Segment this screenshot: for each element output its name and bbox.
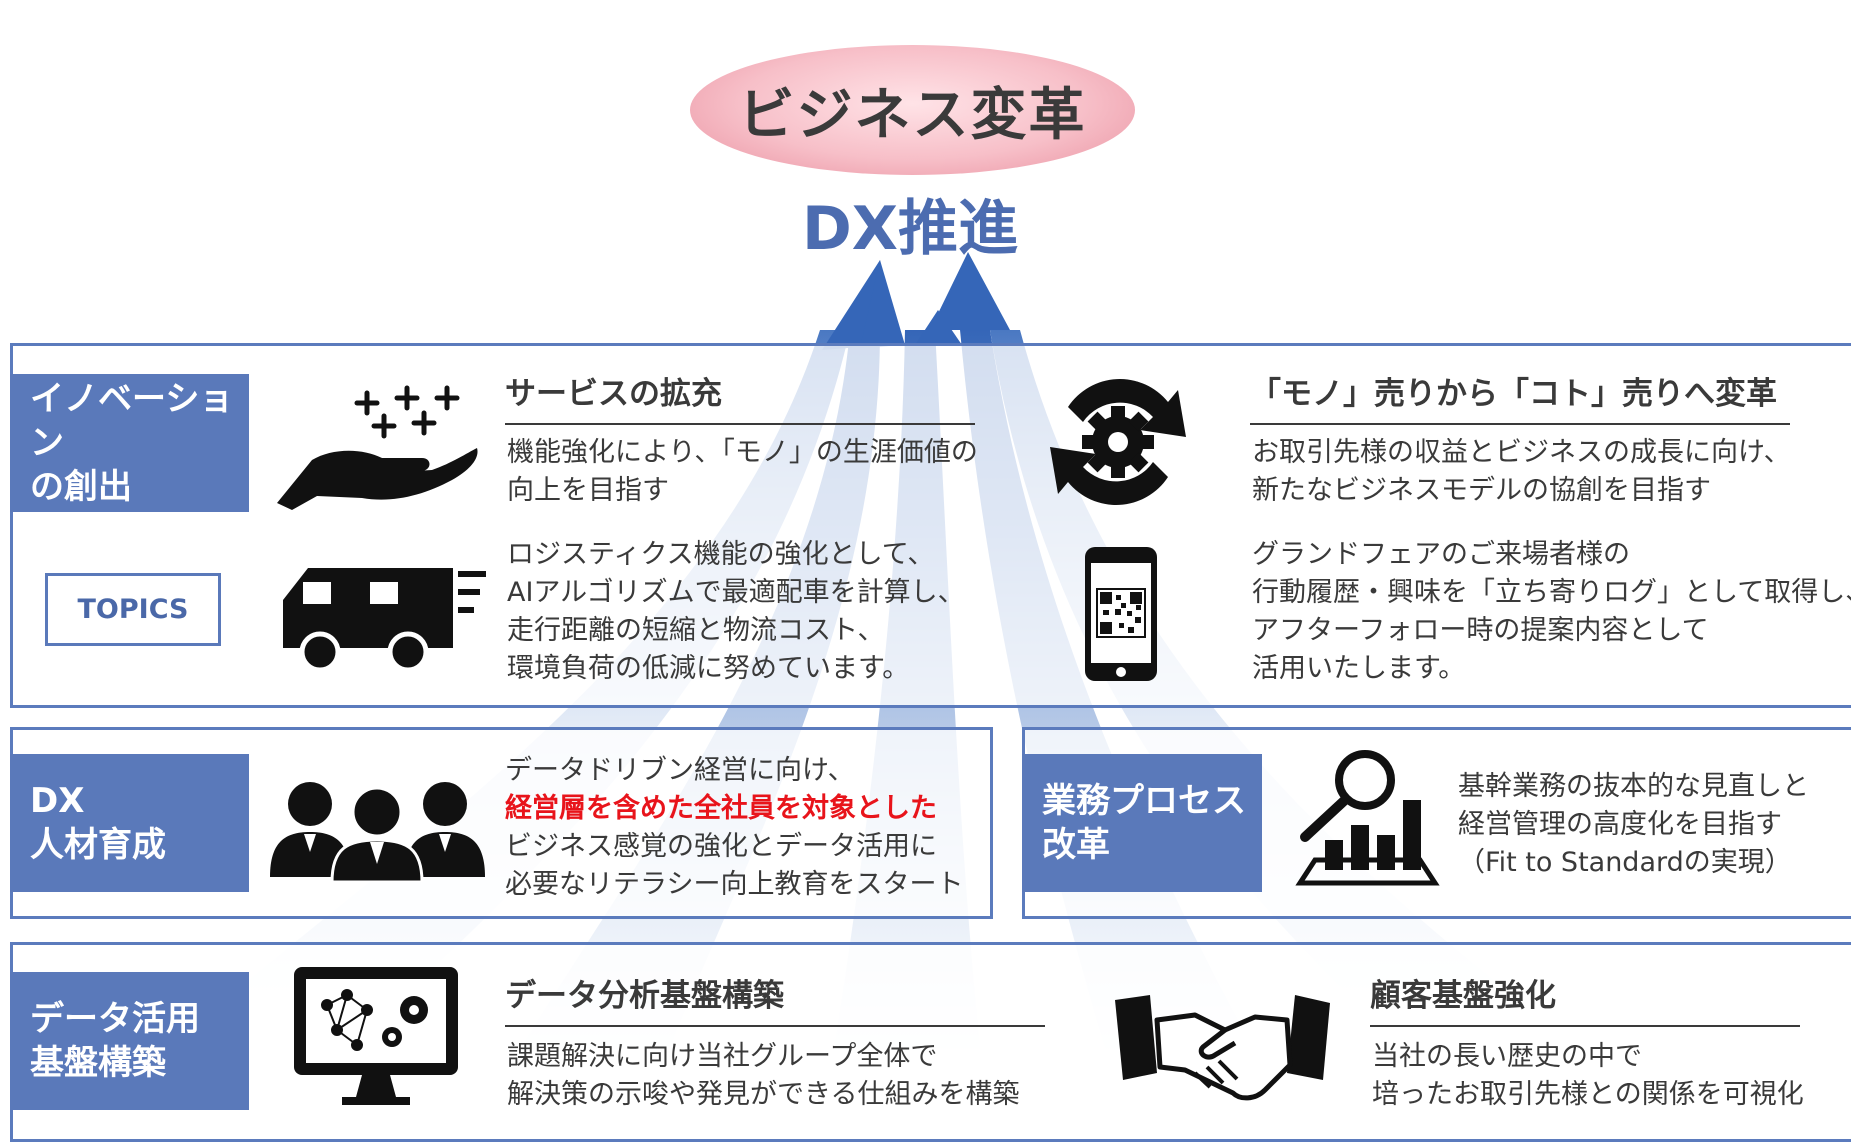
- dx-talent-text: データドリブン経営に向け、 経営層を含めた全社員を対象とした ビジネス感覚の強化…: [505, 755, 964, 900]
- magnifier-chart-icon: [1295, 750, 1440, 886]
- service-expansion-heading: サービスの拡充: [505, 368, 975, 425]
- emphasis-all-employees: 経営層を含めた全社員を対象とした: [505, 793, 937, 824]
- business-people-icon: [270, 782, 485, 882]
- gear-cycle-icon: [1050, 379, 1186, 505]
- customer-base-heading: 顧客基盤強化: [1370, 970, 1800, 1027]
- innovation-label: イノベーション の創出: [10, 374, 249, 512]
- dx-promotion-title: DX推進: [801, 194, 1019, 264]
- grand-fair-text: グランドフェアのご来場者様の 行動履歴・興味を「立ち寄りログ」として取得し、 ア…: [1252, 539, 1851, 684]
- smartphone-qr-icon: [1085, 547, 1157, 681]
- customer-base-text: 当社の長い歴史の中で 培ったお取引先様との関係を可視化: [1372, 1041, 1804, 1110]
- logistics-text: ロジスティクス機能の強化として、 AIアルゴリズムで最適配車を計算し、 走行距離…: [507, 539, 965, 684]
- data-analysis-text: 課題解決に向け当社グループ全体で 解決策の示唆や発見ができる仕組みを構築: [507, 1041, 1020, 1110]
- business-transformation-label: ビジネス変革: [738, 82, 1087, 148]
- handshake-icon: [1115, 995, 1330, 1101]
- service-expansion-text: 機能強化により、「モノ」の生涯価値の 向上を目指す: [507, 437, 978, 506]
- data-platform-label: データ活用 基盤構築: [10, 972, 249, 1110]
- business-process-text: 基幹業務の抜本的な見直しと 経営管理の高度化を目指す （Fit to Stand…: [1458, 771, 1809, 878]
- koto-transformation-heading: 「モノ」売りから「コト」売りへ変革: [1250, 368, 1790, 425]
- delivery-truck-icon: [283, 568, 486, 673]
- topics-badge: TOPICS: [45, 573, 221, 646]
- monitor-network-gears-icon: [294, 967, 458, 1105]
- business-transformation-ellipse: ビジネス変革: [690, 45, 1135, 175]
- data-analysis-heading: データ分析基盤構築: [505, 970, 1045, 1027]
- business-process-label: 業務プロセス 改革: [1022, 754, 1262, 892]
- koto-transformation-text: お取引先様の収益とビジネスの成長に向け、 新たなビジネスモデルの協創を目指す: [1252, 437, 1791, 506]
- hand-sparkles-icon: [277, 385, 478, 510]
- dx-talent-label: DX 人材育成: [10, 754, 249, 892]
